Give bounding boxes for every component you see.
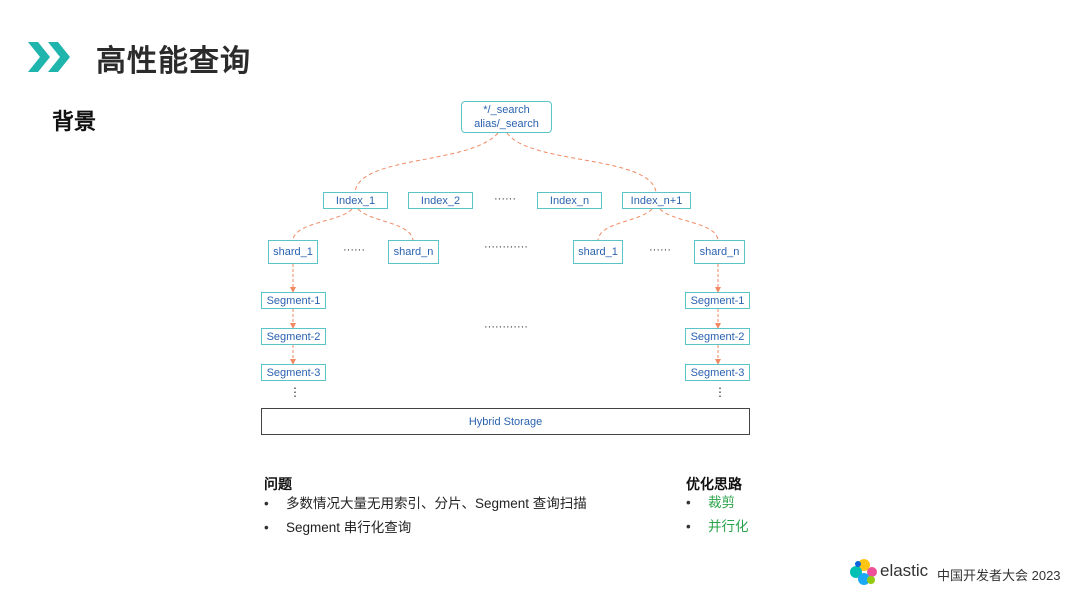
problems-title: 问题 (264, 476, 292, 492)
problem-text: 多数情况大量无用索引、分片、Segment 查询扫描 (286, 496, 587, 511)
segment-node: Segment-1 (261, 292, 326, 309)
segment-group-ellipsis: ············ (484, 321, 528, 333)
root-search-line1: */_search (483, 104, 530, 116)
bullet-icon: • (264, 520, 269, 535)
segment-node: Segment-1 (685, 292, 750, 309)
elastic-logo-icon (850, 559, 877, 585)
connector-indexn1-shardn (659, 208, 719, 241)
list-item: • 裁剪 (686, 491, 749, 515)
shard-ellipsis: ······ (343, 244, 365, 256)
brand-name: elastic (880, 561, 929, 580)
problems-list: • 多数情况大量无用索引、分片、Segment 查询扫描 • Segment 串… (264, 492, 587, 540)
connector-root-indexn1 (506, 132, 657, 193)
optimization-text: 并行化 (708, 519, 749, 534)
vertical-ellipsis: ⋮ (289, 385, 301, 399)
bullet-icon: • (264, 496, 269, 511)
shard-node: shard_1 (573, 240, 623, 264)
index-node: Index_n (537, 192, 602, 209)
optimizations-list: • 裁剪 • 并行化 (686, 491, 749, 539)
shard-ellipsis: ······ (649, 244, 671, 256)
root-search-line2: alias/_search (474, 118, 539, 130)
bullet-icon: • (686, 495, 691, 510)
shard-group-ellipsis: ············ (484, 241, 528, 253)
optimization-text: 裁剪 (708, 495, 735, 510)
list-item: • 多数情况大量无用索引、分片、Segment 查询扫描 (264, 492, 587, 516)
segment-node: Segment-3 (685, 364, 750, 381)
event-name: 中国开发者大会 2023 (937, 568, 1061, 583)
index-ellipsis: ······ (494, 193, 516, 205)
shard-node: shard_n (694, 240, 745, 264)
index-node: Index_2 (408, 192, 473, 209)
shard-node: shard_n (388, 240, 439, 264)
double-chevron-right-icon (28, 42, 70, 72)
index-node: Index_n+1 (622, 192, 691, 209)
page-title: 高性能查询 (96, 45, 251, 78)
section-subtitle: 背景 (52, 109, 97, 134)
index-node: Index_1 (323, 192, 388, 209)
segment-node: Segment-2 (685, 328, 750, 345)
segment-node: Segment-2 (261, 328, 326, 345)
optimizations-title: 优化思路 (686, 476, 742, 492)
connector-index1-shardn (357, 208, 414, 241)
connector-indexn1-shard1 (597, 208, 653, 241)
segment-node: Segment-3 (261, 364, 326, 381)
list-item: • Segment 串行化查询 (264, 516, 587, 540)
connector-root-index1 (354, 132, 499, 193)
shard-node: shard_1 (268, 240, 318, 264)
list-item: • 并行化 (686, 515, 749, 539)
hybrid-storage-bar: Hybrid Storage (261, 408, 750, 435)
bullet-icon: • (686, 519, 691, 534)
connector-index1-shard1 (292, 208, 353, 241)
root-search-node: */_search alias/_search (461, 101, 552, 133)
problem-text: Segment 串行化查询 (286, 520, 412, 535)
vertical-ellipsis: ⋮ (714, 385, 726, 399)
